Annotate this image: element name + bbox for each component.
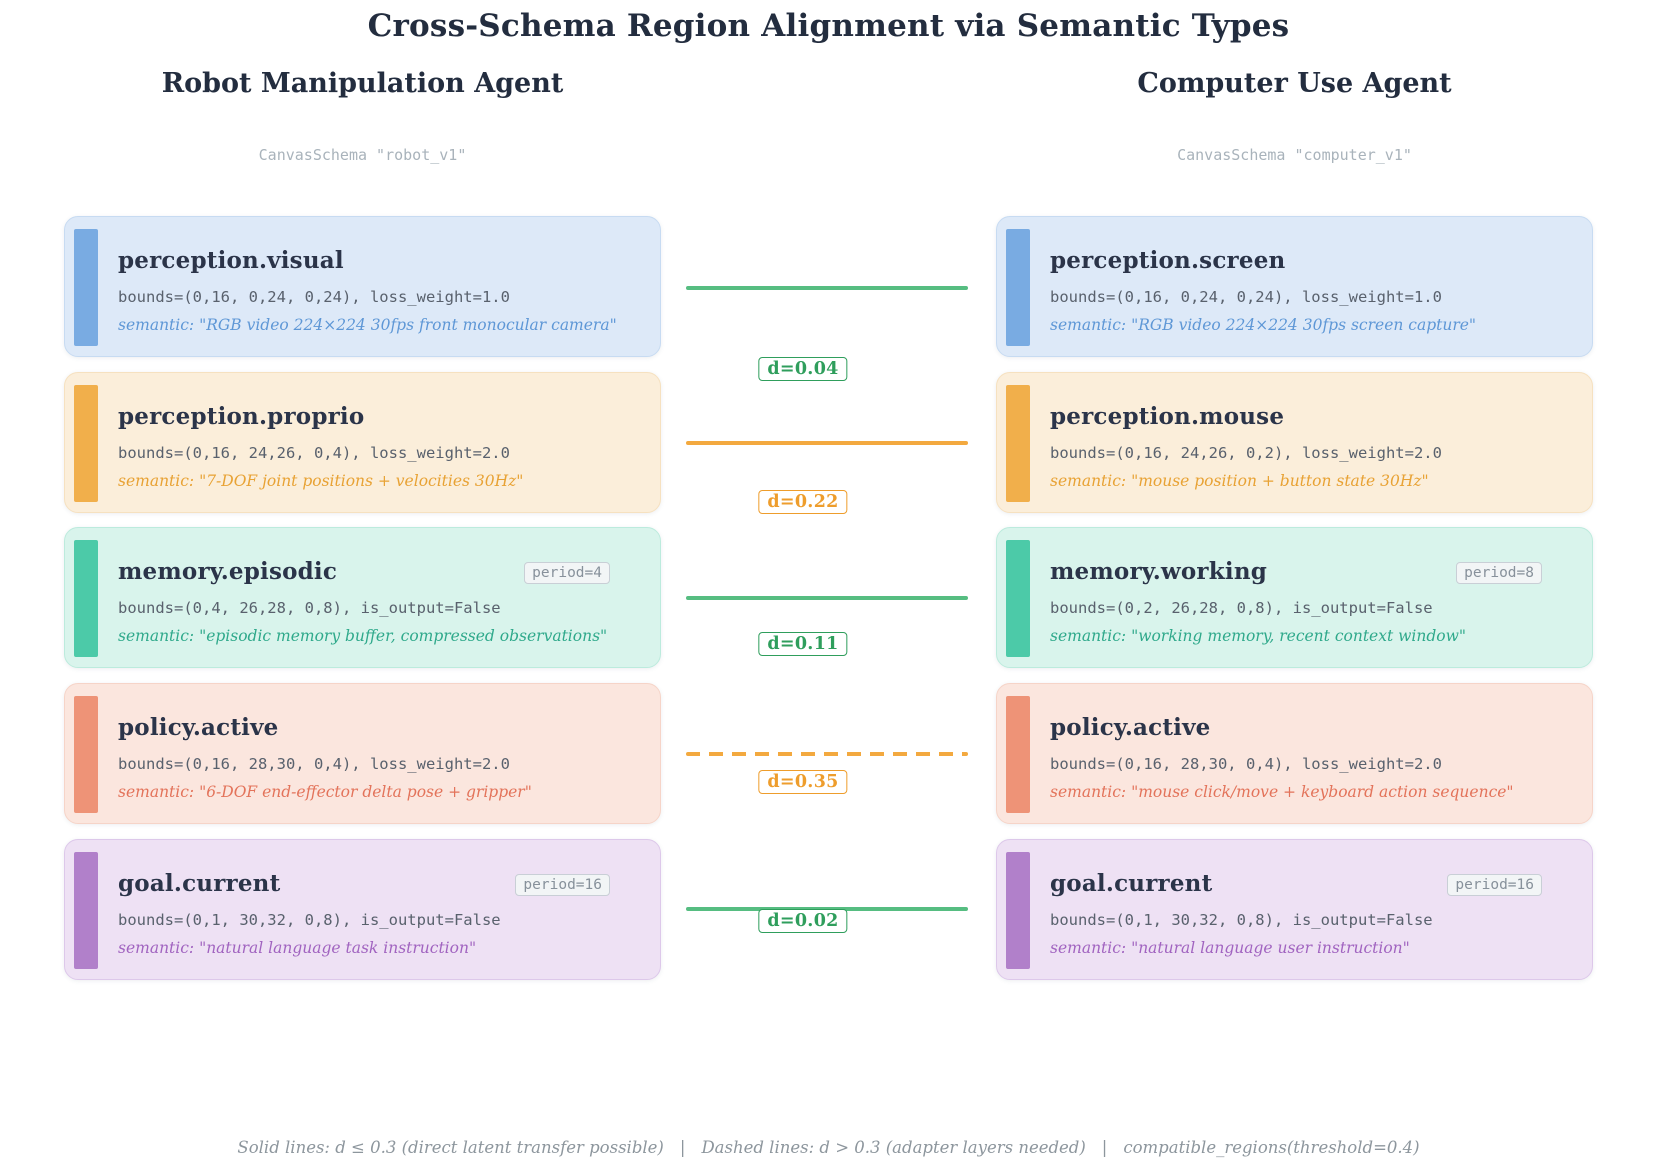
page-title: Cross-Schema Region Alignment via Semant… <box>367 8 1290 44</box>
region-semantic: semantic: "7-DOF joint positions + veloc… <box>118 472 524 490</box>
alignment-line-solid <box>686 595 968 601</box>
region-card: perception.mouse bounds=(0,16, 24,26, 0,… <box>996 372 1593 513</box>
region-name: policy.active <box>1050 714 1211 741</box>
distance-label: d=0.35 <box>758 770 848 794</box>
region-semantic: semantic: "mouse position + button state… <box>1050 472 1429 490</box>
region-name: goal.current <box>1050 870 1213 897</box>
period-badge: period=16 <box>515 874 610 896</box>
region-card: perception.proprio bounds=(0,16, 24,26, … <box>64 372 661 513</box>
region-semantic: semantic: "mouse click/move + keyboard a… <box>1050 783 1514 801</box>
region-card: perception.visual bounds=(0,16, 0,24, 0,… <box>64 216 661 357</box>
region-accent-bar <box>1006 385 1030 502</box>
legend-segment: Dashed lines: d > 0.3 (adapter layers ne… <box>701 1138 1086 1157</box>
region-card: goal.current period=16 bounds=(0,1, 30,3… <box>64 839 661 980</box>
region-accent-bar <box>1006 229 1030 346</box>
period-badge: period=16 <box>1447 874 1542 896</box>
region-accent-bar <box>74 540 98 657</box>
region-semantic: semantic: "working memory, recent contex… <box>1050 627 1466 645</box>
region-semantic: semantic: "natural language task instruc… <box>118 939 477 957</box>
distance-label: d=0.02 <box>758 909 848 933</box>
region-accent-bar <box>74 229 98 346</box>
region-name: perception.screen <box>1050 247 1286 274</box>
region-name: perception.proprio <box>118 403 365 430</box>
region-card: memory.working period=8 bounds=(0,2, 26,… <box>996 527 1593 668</box>
region-bounds: bounds=(0,4, 26,28, 0,8), is_output=Fals… <box>118 599 501 617</box>
legend-segment: compatible_regions(threshold=0.4) <box>1123 1138 1420 1157</box>
region-bounds: bounds=(0,1, 30,32, 0,8), is_output=Fals… <box>118 911 501 929</box>
region-accent-bar <box>1006 540 1030 657</box>
distance-label: d=0.04 <box>758 357 848 381</box>
region-card: perception.screen bounds=(0,16, 0,24, 0,… <box>996 216 1593 357</box>
region-name: memory.episodic <box>118 558 338 585</box>
alignment-line-dashed <box>686 751 968 757</box>
region-name: perception.mouse <box>1050 403 1285 430</box>
region-semantic: semantic: "natural language user instruc… <box>1050 939 1410 957</box>
column-header: Robot Manipulation Agent <box>161 68 564 99</box>
alignment-line-solid <box>686 440 968 446</box>
region-name: memory.working <box>1050 558 1268 585</box>
distance-label: d=0.11 <box>758 632 848 656</box>
region-accent-bar <box>74 852 98 969</box>
region-bounds: bounds=(0,16, 0,24, 0,24), loss_weight=1… <box>1050 288 1442 306</box>
distance-label: d=0.22 <box>758 490 848 514</box>
region-semantic: semantic: "6-DOF end-effector delta pose… <box>118 783 532 801</box>
region-name: goal.current <box>118 870 281 897</box>
alignment-line-solid <box>686 285 968 291</box>
period-badge: period=4 <box>524 562 610 584</box>
region-bounds: bounds=(0,16, 0,24, 0,24), loss_weight=1… <box>118 288 510 306</box>
legend-footer: Solid lines: d ≤ 0.3 (direct latent tran… <box>0 1138 1657 1157</box>
column-schema-label: CanvasSchema "robot_v1" <box>258 146 467 164</box>
region-accent-bar <box>1006 852 1030 969</box>
region-card: policy.active bounds=(0,16, 28,30, 0,4),… <box>64 683 661 824</box>
region-bounds: bounds=(0,1, 30,32, 0,8), is_output=Fals… <box>1050 911 1433 929</box>
region-card: policy.active bounds=(0,16, 28,30, 0,4),… <box>996 683 1593 824</box>
region-semantic: semantic: "episodic memory buffer, compr… <box>118 627 608 645</box>
legend-segment: Solid lines: d ≤ 0.3 (direct latent tran… <box>237 1138 664 1157</box>
region-name: policy.active <box>118 714 279 741</box>
column-schema-label: CanvasSchema "computer_v1" <box>1177 146 1412 164</box>
column-header: Computer Use Agent <box>1137 68 1452 99</box>
region-bounds: bounds=(0,16, 24,26, 0,2), loss_weight=2… <box>1050 444 1442 462</box>
region-card: goal.current period=16 bounds=(0,1, 30,3… <box>996 839 1593 980</box>
period-badge: period=8 <box>1456 562 1542 584</box>
region-bounds: bounds=(0,16, 24,26, 0,4), loss_weight=2… <box>118 444 510 462</box>
region-semantic: semantic: "RGB video 224×224 30fps scree… <box>1050 316 1477 334</box>
region-bounds: bounds=(0,16, 28,30, 0,4), loss_weight=2… <box>1050 755 1442 773</box>
region-bounds: bounds=(0,16, 28,30, 0,4), loss_weight=2… <box>118 755 510 773</box>
region-accent-bar <box>74 385 98 502</box>
region-semantic: semantic: "RGB video 224×224 30fps front… <box>118 316 617 334</box>
region-accent-bar <box>1006 696 1030 813</box>
region-card: memory.episodic period=4 bounds=(0,4, 26… <box>64 527 661 668</box>
legend-separator: | <box>679 1138 686 1157</box>
region-accent-bar <box>74 696 98 813</box>
legend-separator: | <box>1101 1138 1108 1157</box>
region-name: perception.visual <box>118 247 344 274</box>
region-bounds: bounds=(0,2, 26,28, 0,8), is_output=Fals… <box>1050 599 1433 617</box>
